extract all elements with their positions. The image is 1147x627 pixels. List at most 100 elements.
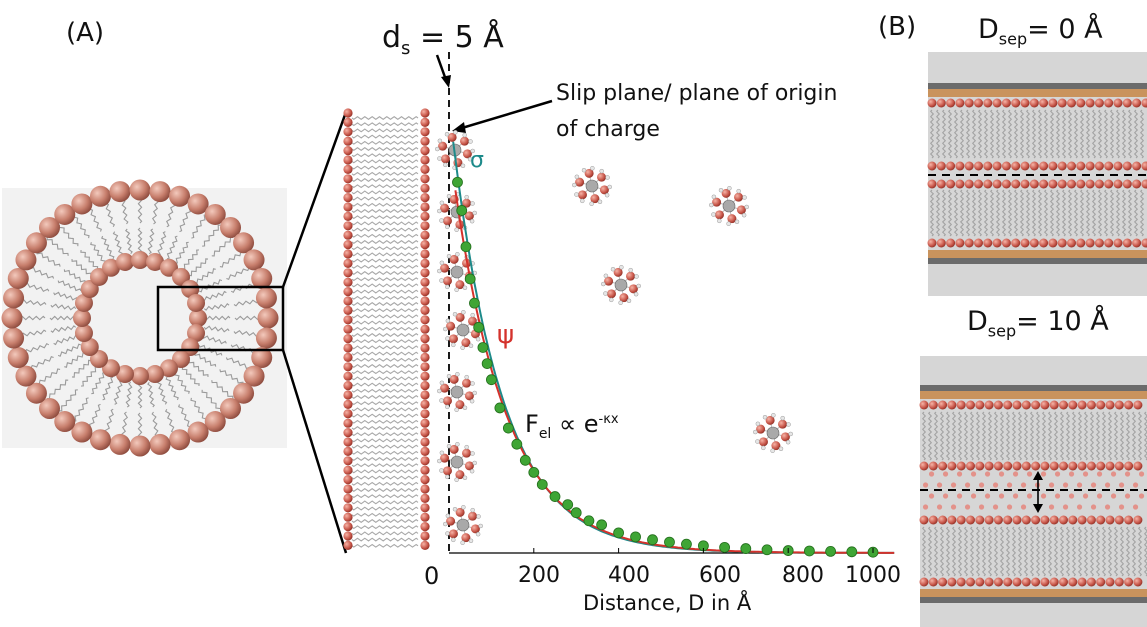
leaflet-head-right [420, 268, 430, 278]
leaflet-tail [351, 252, 419, 257]
vesicle-outer-head [255, 327, 277, 349]
water-oxygen [440, 453, 450, 463]
bilayer-tail [1143, 526, 1147, 577]
head-row [1104, 98, 1114, 108]
water-hydrogen [574, 174, 580, 180]
bilayer-tail [921, 526, 927, 577]
vesicle-outer-head [7, 267, 29, 289]
interlayer-water [1082, 493, 1089, 499]
water-hydrogen [736, 188, 741, 194]
head-row [1020, 238, 1030, 248]
water-oxygen [734, 192, 744, 202]
gold-band [920, 391, 1147, 399]
bilayer-tail [1013, 109, 1019, 159]
water-hydrogen [464, 374, 469, 380]
ion-core [456, 323, 470, 337]
water-hydrogen [446, 373, 452, 379]
leaflet-tail [351, 339, 419, 344]
leaflet-head-left [343, 371, 353, 381]
bilayer-tail [977, 189, 983, 237]
leaflet-tail [351, 543, 419, 548]
bilayer-tail [1067, 109, 1073, 159]
head-row [1067, 238, 1076, 248]
leaflet-head-right [420, 230, 430, 240]
data-point [647, 534, 658, 546]
leaflet-tail [351, 463, 419, 468]
head-row [1029, 238, 1039, 248]
water-hydrogen [626, 298, 632, 304]
water-hydrogen [468, 139, 473, 144]
leaflet-head-right [420, 193, 430, 203]
leaflet-tail [351, 159, 419, 164]
water-hydrogen [634, 274, 639, 279]
vesicle-outer-tail [36, 368, 61, 386]
vesicle-inner-tail [203, 325, 230, 333]
water-hydrogen [454, 227, 459, 232]
water-oxygen [771, 441, 781, 451]
bilayer-tail [941, 109, 947, 159]
head-row [1011, 98, 1021, 108]
sigma-label: σ [470, 148, 484, 173]
bilayer-tail [1139, 189, 1145, 237]
water-hydrogen [462, 475, 468, 481]
head-row [966, 400, 975, 410]
data-point [477, 342, 489, 353]
vesicle-outer-head [3, 327, 25, 349]
water-oxygen [438, 141, 448, 151]
bilayer-tail [935, 189, 941, 237]
bilayer-tail [1035, 411, 1041, 461]
water-hydrogen [439, 278, 444, 283]
bilayer-tail [969, 411, 975, 461]
head-row [993, 515, 1003, 525]
data-point [456, 205, 468, 216]
leaflet-tail [351, 302, 419, 306]
interlayer-water [1040, 471, 1047, 477]
head-row [993, 577, 1003, 587]
water-oxygen [758, 437, 768, 447]
head-row [1141, 179, 1147, 189]
water-oxygen [468, 316, 478, 326]
head-row [1113, 179, 1123, 189]
bilayer-tail [1017, 526, 1023, 577]
interlayer-water [956, 493, 963, 499]
head-row [1086, 515, 1096, 525]
water-hydrogen [572, 182, 577, 188]
head-row [1020, 179, 1030, 189]
bilayer-tail [963, 411, 969, 461]
vesicle-inner-tail [203, 303, 230, 311]
interlayer-water [1118, 482, 1125, 488]
vesicle-inner-tail [53, 291, 79, 301]
bilayer-tail [1101, 526, 1107, 577]
ds-arrow-shaft [435, 54, 448, 81]
ion-core [450, 455, 464, 469]
leaflet-tail [351, 444, 419, 449]
head-row [964, 238, 974, 248]
leaflet-head-left [343, 531, 353, 541]
interlayer-water [942, 471, 949, 477]
bilayer-tail [1127, 109, 1133, 159]
vesicle-outer-tail [27, 266, 55, 279]
head-row [1077, 515, 1087, 525]
water-hydrogen [444, 131, 450, 137]
water-oxygen [460, 136, 470, 146]
interlayer-water [984, 471, 991, 477]
bilayer-tail [951, 526, 957, 577]
interlayer-water [1012, 471, 1019, 477]
head-row [1040, 577, 1050, 587]
water-hydrogen [741, 212, 747, 218]
water-oxygen [461, 338, 471, 348]
head-row [975, 461, 985, 471]
leaflet-tail [351, 140, 419, 145]
head-row [955, 179, 965, 189]
separation-arrow-down [1033, 504, 1043, 513]
water-hydrogen [726, 221, 731, 226]
water-hydrogen [445, 224, 450, 230]
head-row [1085, 179, 1095, 189]
water-oxygen [440, 203, 450, 213]
bilayer-tail [945, 411, 951, 461]
head-row [947, 461, 957, 471]
data-point [846, 546, 858, 558]
water-hydrogen [455, 442, 460, 447]
bilayer-tail [983, 109, 989, 159]
head-row [993, 461, 1003, 471]
